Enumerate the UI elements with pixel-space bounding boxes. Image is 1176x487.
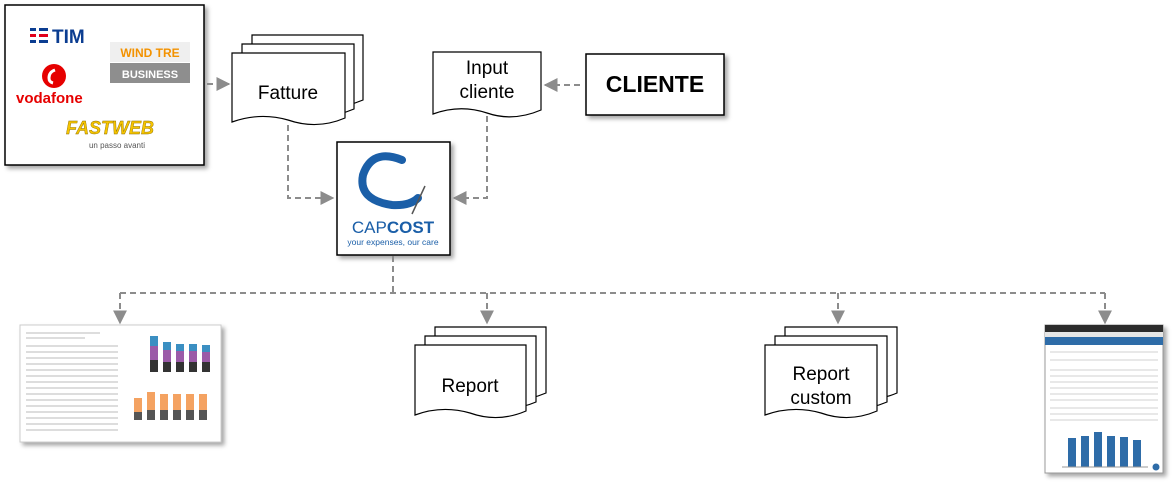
- report-label: Report: [441, 376, 499, 397]
- capcost-name-cap: CAP: [352, 218, 387, 237]
- web-app-bar-chart: [1062, 432, 1148, 468]
- fatture-label: Fatture: [258, 83, 318, 104]
- input-cliente-line2: cliente: [460, 82, 515, 103]
- fastweb-label: FASTWEB: [66, 118, 154, 138]
- report-custom-line2: custom: [790, 388, 851, 409]
- operators-box: TIM vodafone WIND TRE BUSINESS FASTWEB u…: [4, 4, 205, 166]
- dashboard-upper-chart: [150, 336, 210, 372]
- capcost-node: CAPCOST your expenses, our care: [336, 141, 451, 256]
- web-app-fab-icon: [1152, 463, 1160, 471]
- cliente-label: CLIENTE: [606, 71, 704, 97]
- fatture-node: Fatture: [231, 34, 364, 126]
- connectors: [113, 77, 1112, 325]
- report-custom-line1: Report: [792, 364, 850, 385]
- arrow-input-to-capcost: [452, 116, 488, 205]
- dashboard-lower-chart: [134, 392, 207, 420]
- vodafone-logo-icon: [42, 64, 66, 88]
- windtre-bottom-label: BUSINESS: [122, 69, 178, 81]
- arrow-fatture-to-capcost: [287, 125, 335, 205]
- vodafone-label: vodafone: [16, 90, 83, 107]
- fastweb-tagline: un passo avanti: [89, 141, 145, 150]
- capcost-tagline: your expenses, our care: [347, 237, 438, 247]
- input-cliente-line1: Input: [466, 58, 509, 79]
- dashboard-table: [26, 332, 118, 431]
- tim-label: TIM: [52, 27, 85, 48]
- cliente-node: CLIENTE: [585, 53, 725, 116]
- capcost-logo-icon: [358, 152, 426, 215]
- capcost-name-cost: COST: [387, 218, 435, 237]
- windtre-logo: WIND TRE BUSINESS: [110, 42, 190, 83]
- report-custom-node: Report custom: [764, 326, 898, 419]
- dashboard-thumbnail: [19, 324, 222, 443]
- web-app-rows: [1050, 351, 1158, 421]
- windtre-top-label: WIND TRE: [120, 46, 179, 60]
- tim-logo-icon: [30, 28, 48, 43]
- web-app-thumbnail: [1044, 324, 1164, 474]
- capcost-name: CAPCOST: [352, 218, 435, 237]
- input-cliente-node: Input cliente: [432, 51, 542, 118]
- report-node: Report: [414, 326, 547, 419]
